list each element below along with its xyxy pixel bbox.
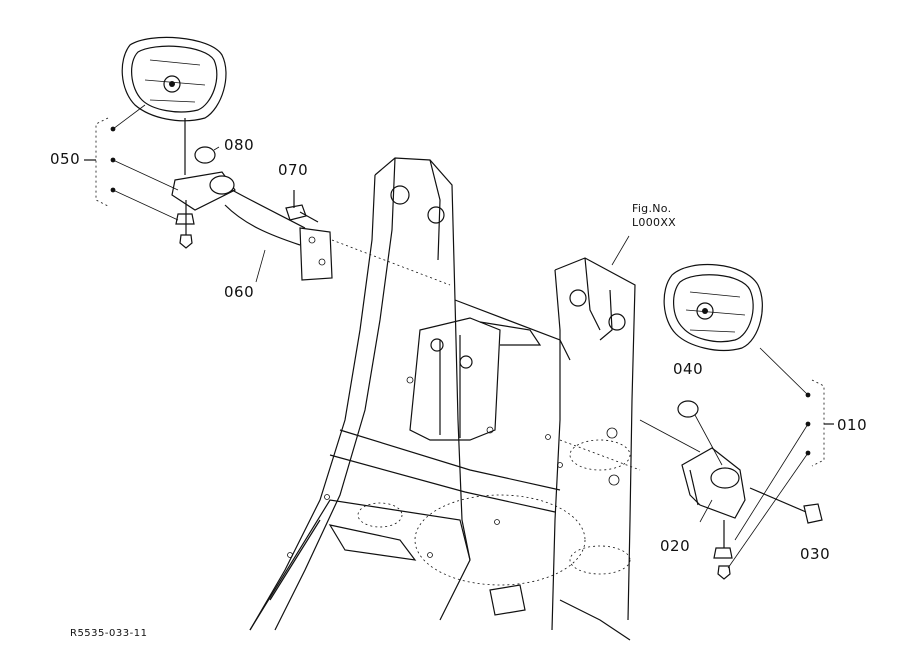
- left-lamp-nut: [175, 200, 195, 249]
- part-label-030: 030: [800, 545, 831, 563]
- right-group-bracket: [727, 347, 834, 569]
- part-label-040: 040: [673, 360, 704, 378]
- figure-number-line2: L000XX: [632, 216, 676, 229]
- figure-number-caption: Fig.No. L000XX: [632, 202, 676, 230]
- part-label-080: 080: [224, 136, 255, 154]
- part-label-050: 050: [50, 150, 81, 168]
- left-group-bracket: [84, 104, 179, 221]
- loader-frame: [249, 157, 641, 641]
- figure-number-line1: Fig.No.: [632, 202, 672, 215]
- part-label-060: 060: [224, 283, 255, 301]
- left-lamp-bracket: [171, 171, 451, 286]
- right-lamp-bracket: [639, 419, 746, 519]
- right-lamp-nut: [713, 520, 733, 580]
- part-label-020: 020: [660, 537, 691, 555]
- right-work-lamp: [663, 264, 763, 352]
- right-lamp-cap: [677, 400, 723, 466]
- leader-lines: [213, 146, 713, 523]
- part-label-070: 070: [278, 161, 309, 179]
- left-work-lamp: [121, 36, 227, 175]
- left-bolt: [285, 190, 319, 223]
- part-label-010: 010: [837, 416, 868, 434]
- reference-code: R5535-033-11: [70, 628, 148, 639]
- left-lamp-cap: [194, 146, 216, 164]
- right-bolt: [749, 487, 823, 524]
